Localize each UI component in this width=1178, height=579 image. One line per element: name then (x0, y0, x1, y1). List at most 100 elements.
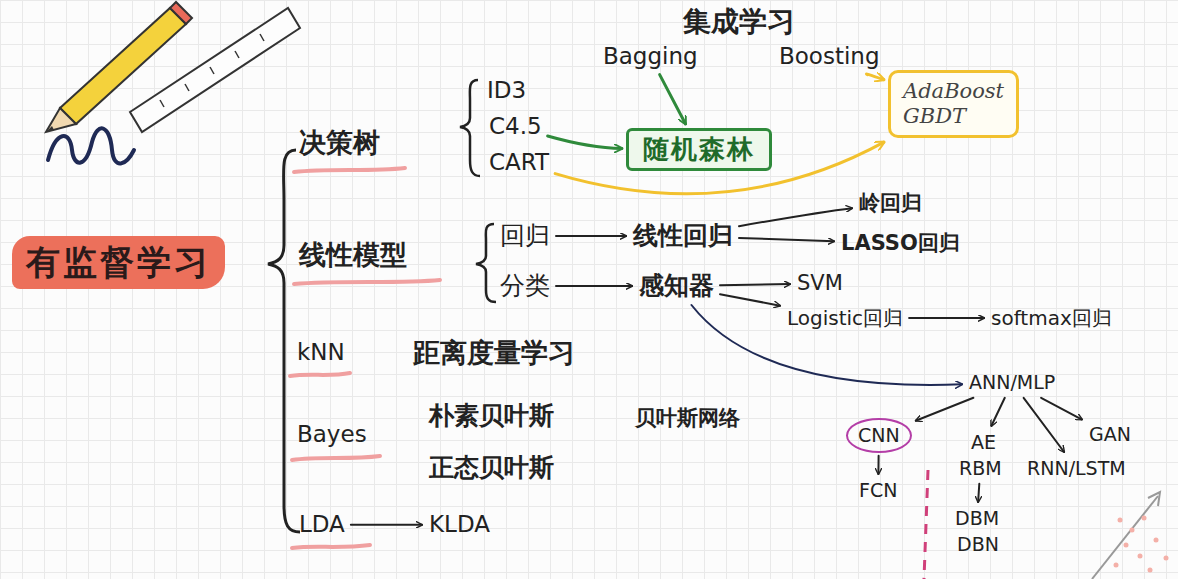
node-text: 决策树 (299, 127, 380, 159)
model-label: Logistic回归 (784, 305, 906, 331)
model-label: 岭回归 (856, 190, 925, 217)
node-text: DBN (957, 533, 999, 556)
node-text: GAN (1089, 423, 1131, 446)
node-text: 线性回归 (633, 221, 733, 251)
node-text: ANN/MLP (969, 371, 1055, 394)
node-text: 感知器 (639, 271, 714, 301)
tree-brace (460, 80, 480, 176)
arrow-connector (1041, 398, 1082, 420)
arrow-connector (866, 74, 884, 80)
dot-pattern (1114, 516, 1169, 573)
squiggle-line (48, 128, 134, 163)
network-label: CNN (846, 418, 912, 453)
linear-brace (476, 224, 496, 302)
network-label: AE (968, 430, 999, 455)
ruler-illustration (130, 8, 300, 132)
algorithm-label: CART (486, 148, 552, 178)
model-label: 感知器 (636, 270, 717, 302)
node-text: 距离度量学习 (413, 337, 575, 369)
node-text: 贝叶斯网络 (635, 406, 740, 431)
model-label: KLDA (426, 510, 493, 540)
arrow-connector (691, 305, 962, 385)
method-label: 距离度量学习 (410, 336, 578, 370)
root-label: 有监督学习 (12, 236, 225, 289)
node-text: 回归 (500, 221, 550, 251)
node-text: kNN (297, 339, 345, 367)
dashed-line (924, 470, 928, 579)
model-label: 朴素贝叶斯 (426, 400, 557, 432)
network-label: RBM (956, 456, 1005, 481)
category-label: kNN (294, 338, 348, 368)
node-text: ID3 (487, 77, 526, 105)
node-text: softmax回归 (991, 306, 1112, 330)
node-text: 有监督学习 (26, 242, 211, 283)
ensemble-box: 随机森林 (626, 128, 772, 171)
algorithm-label: C4.5 (486, 112, 545, 142)
category-label: 决策树 (296, 126, 383, 160)
node-text: AE (971, 431, 996, 454)
node-text: CART (489, 149, 549, 177)
node-text: CNN (858, 424, 900, 447)
arrow-connector (351, 524, 422, 526)
task-label: 分类 (497, 270, 553, 302)
arrow-connector (978, 484, 979, 502)
network-label: DBM (952, 506, 1002, 531)
category-label: 线性模型 (296, 238, 410, 272)
arrow-connector (916, 398, 974, 421)
node-text: LDA (299, 511, 345, 539)
node-text: RNN/LSTM (1027, 457, 1126, 480)
model-label: SVM (794, 270, 846, 297)
network-label: DBN (954, 532, 1002, 557)
node-text: 岭回归 (859, 191, 922, 216)
model-label: softmax回归 (988, 305, 1115, 331)
arrow-connector (739, 208, 852, 226)
node-text: FCN (859, 479, 897, 502)
category-label: Bayes (294, 420, 370, 450)
network-label: RNN/LSTM (1024, 456, 1129, 481)
arrow-connector (556, 235, 626, 237)
node-text: C4.5 (489, 113, 542, 141)
network-label: FCN (856, 478, 900, 503)
main-brace (268, 150, 300, 532)
node-text: 分类 (500, 271, 550, 301)
task-label: 回归 (497, 220, 553, 252)
arrow-connector (909, 317, 984, 319)
group-heading: 集成学习 (680, 4, 798, 40)
arrow-connector (720, 284, 790, 285)
arrow-connector (991, 398, 1004, 426)
model-label: 正态贝叶斯 (426, 452, 557, 484)
node-text: Boosting (779, 43, 880, 71)
method-label: Bagging (600, 42, 701, 72)
node-text: 随机森林 (643, 134, 755, 165)
node-text: Bagging (603, 43, 698, 71)
node-text: 线性模型 (299, 239, 407, 271)
model-label: LASSO回归 (838, 230, 963, 257)
category-label: LDA (296, 510, 348, 540)
node-text: RBM (959, 457, 1002, 480)
node-text: Logistic回归 (787, 306, 903, 330)
arrow-connector (877, 456, 879, 474)
arrow-connector (548, 136, 622, 148)
node-text: GBDT (903, 104, 1004, 129)
model-label: 贝叶斯网络 (632, 405, 743, 432)
node-text: AdaBoost (903, 79, 1004, 104)
network-label: ANN/MLP (966, 370, 1058, 395)
model-label: 线性回归 (630, 220, 736, 252)
node-text: LASSO回归 (841, 231, 960, 256)
arrow-connector (720, 294, 780, 305)
node-text: SVM (797, 271, 843, 296)
ensemble-box: AdaBoostGBDT (888, 70, 1019, 138)
node-text: KLDA (429, 511, 490, 539)
node-text: 朴素贝叶斯 (429, 401, 554, 431)
node-text: 正态贝叶斯 (429, 453, 554, 483)
node-text: Bayes (297, 421, 367, 449)
method-label: Boosting (776, 42, 883, 72)
node-text: 集成学习 (683, 5, 795, 39)
arrow-connector (556, 285, 632, 287)
network-label: GAN (1086, 422, 1134, 447)
algorithm-label: ID3 (484, 76, 529, 106)
grey-arrow (1092, 492, 1160, 579)
arrow-connector (739, 238, 834, 241)
arrow-connector (660, 75, 686, 124)
node-text: DBM (955, 507, 999, 530)
